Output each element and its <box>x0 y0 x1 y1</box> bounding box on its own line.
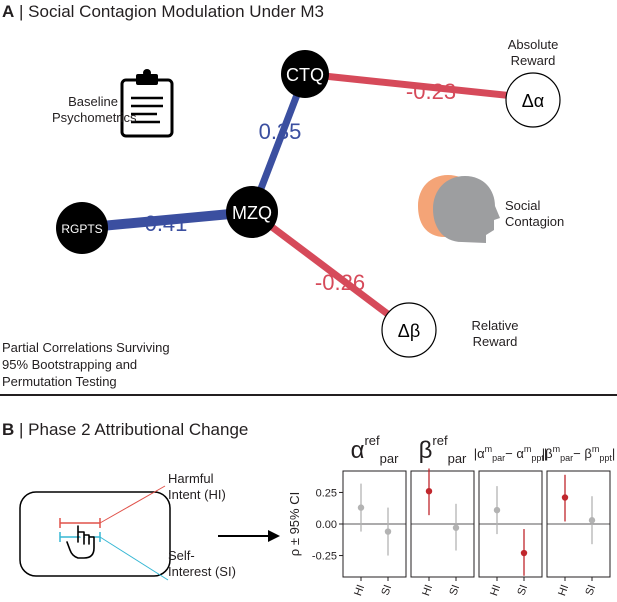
task-screen-frame <box>19 491 171 577</box>
baseline-label-line1: Baseline <box>68 94 118 109</box>
panel-a-letter: A <box>2 2 15 21</box>
arrow-right-icon <box>268 530 280 542</box>
self-interest-label: Self- Interest (SI) <box>168 548 236 580</box>
data-point <box>452 524 460 531</box>
x-tick-label: HI <box>420 583 435 597</box>
social-contagion-line2: Contagion <box>505 214 565 229</box>
edge-rgpts-mzq <box>79 207 253 233</box>
edge-label-ctq-mzq: 0.35 <box>259 119 302 144</box>
node-rgpts-label: RGPTS <box>61 222 102 236</box>
y-tick-label: -0.25 <box>312 551 337 563</box>
hi-connector <box>99 485 166 524</box>
y-tick-label: 0.00 <box>316 519 337 531</box>
data-point <box>357 504 365 511</box>
node-mzq <box>226 186 278 238</box>
attribution-task-illustration <box>19 485 280 581</box>
social-heads-icon <box>418 175 500 243</box>
x-tick-label: HI <box>352 583 367 597</box>
node-mzq-label: MZQ <box>232 203 272 223</box>
node-rgpts <box>56 202 108 254</box>
y-tick-label: 0.25 <box>316 487 337 499</box>
social-contagion-line1: Social <box>505 198 541 213</box>
node-delta-beta-label: Δβ <box>398 321 420 341</box>
x-tick-label: SI <box>379 583 394 597</box>
edge-mzq-delta-beta <box>249 209 412 333</box>
panel-b-title-text: Phase 2 Attributional Change <box>28 420 249 439</box>
absolute-reward-label: Absolute Reward <box>494 37 572 69</box>
node-delta-beta <box>381 302 437 358</box>
absolute-reward-line1: Absolute <box>507 37 559 52</box>
node-delta-alpha-label: Δα <box>522 91 544 111</box>
panel-b-letter: B <box>2 420 15 439</box>
facet-title: βrefpar <box>419 433 467 466</box>
harmful-intent-label: Harmful Intent (HI) <box>168 471 226 503</box>
node-ctq-label: CTQ <box>286 65 324 85</box>
panel-divider <box>0 394 617 396</box>
edge-label-rgpts-mzq: 0.41 <box>145 211 188 236</box>
x-tick-label: HI <box>556 583 571 597</box>
facet-title: |βmpar− βmppt| <box>542 444 615 463</box>
si-connector <box>99 536 169 581</box>
node-ctq <box>281 50 329 98</box>
data-point <box>425 487 433 495</box>
x-tick-label: SI <box>515 583 530 597</box>
y-axis-title: ρ ± 95% CI <box>287 492 302 556</box>
note-line2: 95% Bootstrapping and <box>2 357 138 372</box>
x-tick-label: SI <box>583 583 598 597</box>
si-label-line1: Self- <box>168 548 195 563</box>
edge-label-ctq-alpha: -0.23 <box>406 79 456 104</box>
panel-a-title: A | Social Contagion Modulation Under M3 <box>2 2 324 21</box>
data-point <box>384 528 392 535</box>
facet-title: |αmpar− αmppt| <box>474 444 548 463</box>
edge-ctq-delta-alpha <box>304 70 534 102</box>
edge-label-mzq-beta: -0.26 <box>315 270 365 295</box>
data-point <box>493 506 501 514</box>
relative-reward-line1: Relative <box>471 318 519 333</box>
data-point <box>520 549 528 557</box>
clipboard-icon <box>120 69 174 138</box>
node-delta-alpha <box>505 72 561 128</box>
partial-correlations-note: Partial Correlations Surviving 95% Boots… <box>2 339 170 390</box>
correlation-network: -0.23 0.35 0.41 -0.26 CTQ MZQ RGPTS Δα Δ… <box>56 50 561 358</box>
data-point <box>561 494 569 501</box>
panel-a-title-text: Social Contagion Modulation Under M3 <box>28 2 324 21</box>
facet-title: αrefpar <box>351 433 400 466</box>
x-tick-label: SI <box>447 583 462 597</box>
baseline-label-line2: Psychometrics <box>52 110 137 125</box>
relative-reward-line2: Reward <box>472 334 518 349</box>
absolute-reward-line2: Reward <box>510 53 556 68</box>
baseline-psychometrics-label: Baseline Psychometrics <box>52 94 137 126</box>
x-tick-label: HI <box>488 583 503 597</box>
hand-pointer-icon <box>66 525 95 559</box>
panel-b-title: B | Phase 2 Attributional Change <box>2 420 249 439</box>
social-contagion-label: Social Contagion <box>505 198 564 230</box>
note-line3: Permutation Testing <box>2 374 117 389</box>
si-label-line2: Interest (SI) <box>168 564 236 579</box>
hi-label-line2: Intent (HI) <box>168 487 226 502</box>
hi-label-line1: Harmful <box>168 471 214 486</box>
note-line1: Partial Correlations Surviving <box>2 340 170 355</box>
data-point <box>588 517 596 524</box>
relative-reward-label: Relative Reward <box>456 318 534 350</box>
